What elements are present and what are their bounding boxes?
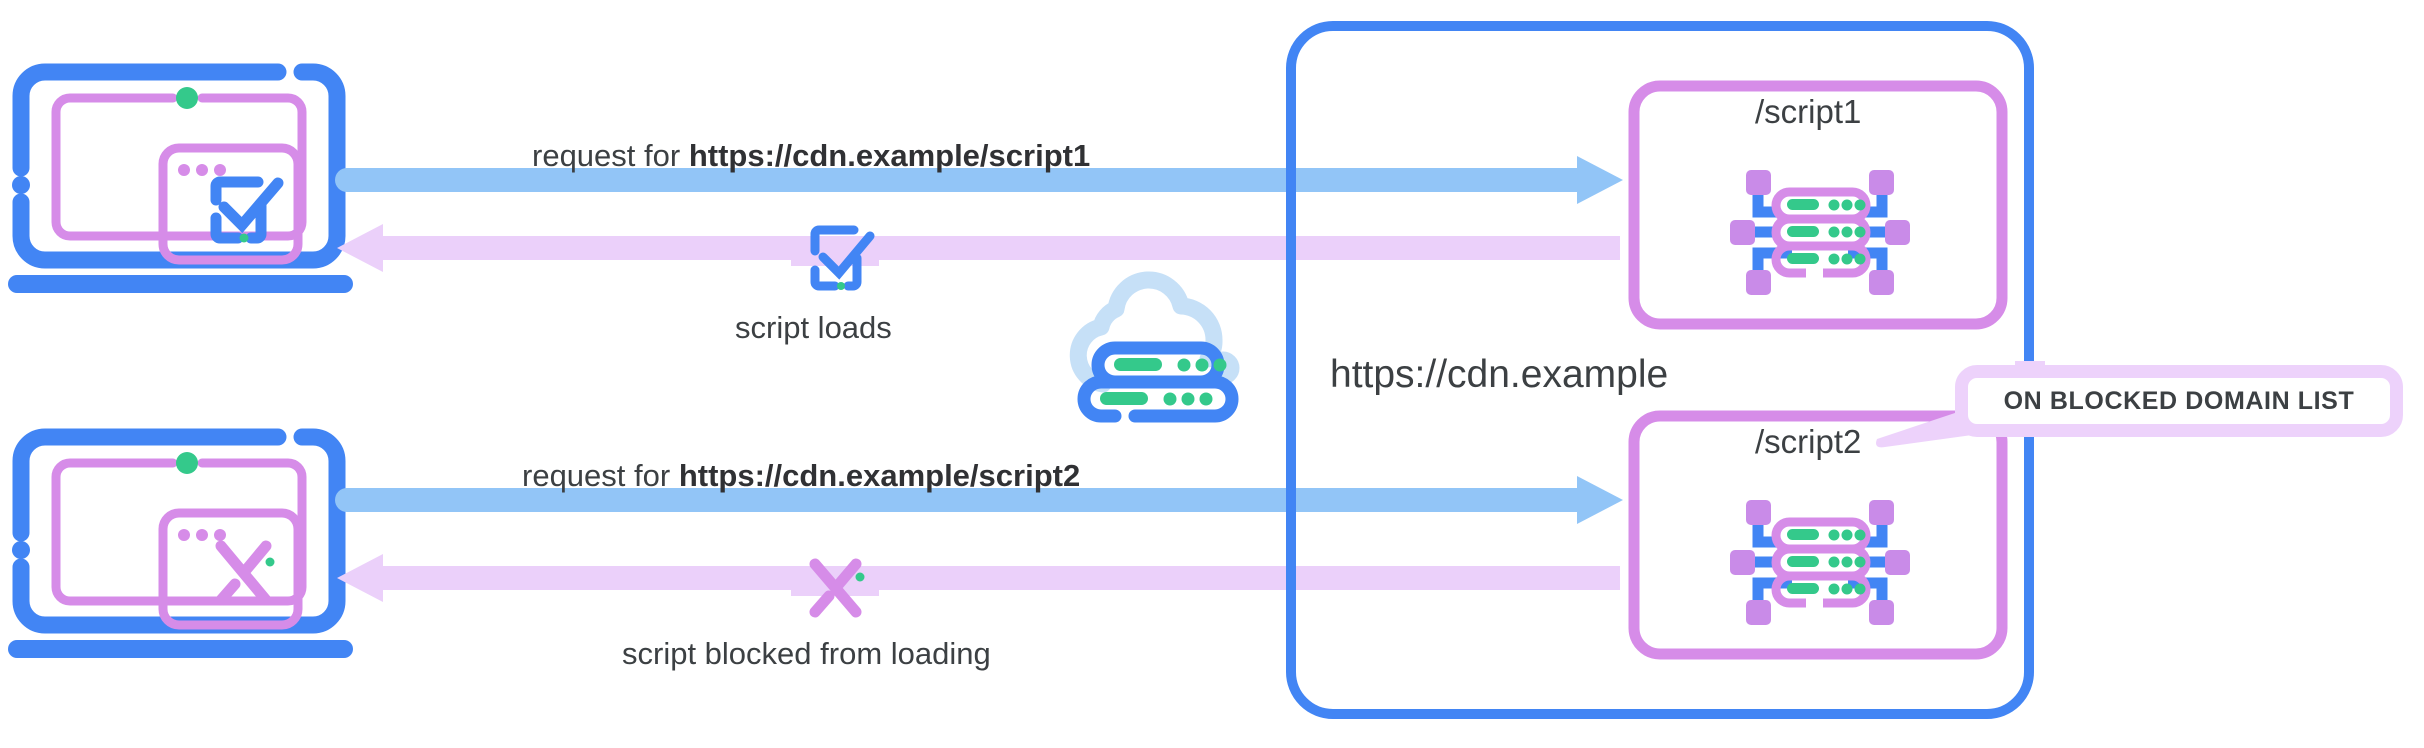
blocked-domain-callout-text: ON BLOCKED DOMAIN LIST [2003, 386, 2355, 415]
request-label-script1: request for https://cdn.example/script1 [532, 140, 1090, 171]
laptop-icon-allowed [8, 60, 380, 293]
request-label-prefix-2: request for [522, 458, 679, 493]
script-loads-label: script loads [735, 310, 892, 345]
resource-label-script1: /script1 [1755, 93, 1862, 130]
script-blocked-label: script blocked from loading [622, 636, 991, 671]
server-rack-icon-script1 [1720, 160, 1920, 305]
cloud-server-icon [1068, 271, 1258, 428]
request-label-url: https://cdn.example/script1 [688, 138, 1091, 173]
response-arrow-script1 [335, 224, 1625, 272]
request-label-prefix: request for [532, 138, 689, 173]
request-label-script2: request for https://cdn.example/script2 [522, 460, 1080, 491]
server-rack-icon-script2 [1720, 490, 1920, 635]
request-label-url-2: https://cdn.example/script2 [678, 458, 1081, 493]
script-blocked-icon [791, 548, 879, 628]
blocked-domain-callout: ON BLOCKED DOMAIN LIST [1955, 365, 2403, 437]
cdn-label: https://cdn.example [1330, 353, 1669, 396]
laptop-icon-blocked [8, 425, 380, 658]
response-arrow-script2 [335, 554, 1625, 602]
script-loads-icon [791, 218, 879, 298]
resource-label-script2: /script2 [1755, 423, 1862, 460]
